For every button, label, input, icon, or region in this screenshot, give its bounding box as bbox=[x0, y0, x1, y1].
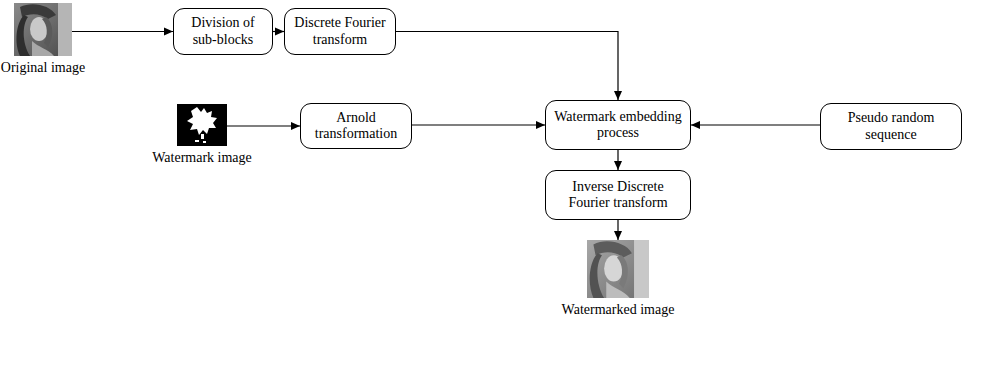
box-label: Pseudo random sequence bbox=[827, 110, 955, 142]
arrow-connector bbox=[617, 150, 618, 170]
process-box: Division of sub-blocks bbox=[173, 8, 273, 55]
process-box: Pseudo random sequence bbox=[820, 103, 962, 150]
box-label: Division of sub-blocks bbox=[183, 15, 263, 47]
arrow-connector bbox=[273, 31, 284, 32]
image-caption: Original image bbox=[1, 60, 85, 76]
watermark-picture bbox=[177, 104, 227, 146]
arrow-connector bbox=[72, 31, 173, 32]
image-node: Watermark image bbox=[132, 104, 272, 166]
box-label: Inverse Discrete Fourier transform bbox=[552, 179, 684, 211]
box-label: Arnold transformation bbox=[306, 110, 406, 142]
image-caption: Watermarked image bbox=[562, 302, 675, 318]
lena-picture bbox=[14, 3, 72, 56]
image-caption: Watermark image bbox=[152, 150, 252, 166]
box-label: Watermark embedding process bbox=[552, 109, 684, 141]
image-node: Watermarked image bbox=[558, 240, 678, 318]
process-box: Discrete Fourier transform bbox=[284, 8, 396, 55]
watermarked-picture bbox=[587, 240, 649, 298]
arrow-connector bbox=[617, 220, 618, 240]
process-box: Arnold transformation bbox=[300, 103, 412, 149]
process-box: Inverse Discrete Fourier transform bbox=[545, 170, 691, 220]
box-label: Discrete Fourier transform bbox=[289, 15, 391, 47]
process-box: Watermark embedding process bbox=[545, 100, 691, 150]
arrow-connector bbox=[396, 32, 618, 101]
image-node: Original image bbox=[2, 3, 84, 76]
arrow-connector bbox=[691, 124, 820, 125]
arrow-connector bbox=[227, 125, 300, 126]
arrow-connector bbox=[412, 124, 545, 125]
